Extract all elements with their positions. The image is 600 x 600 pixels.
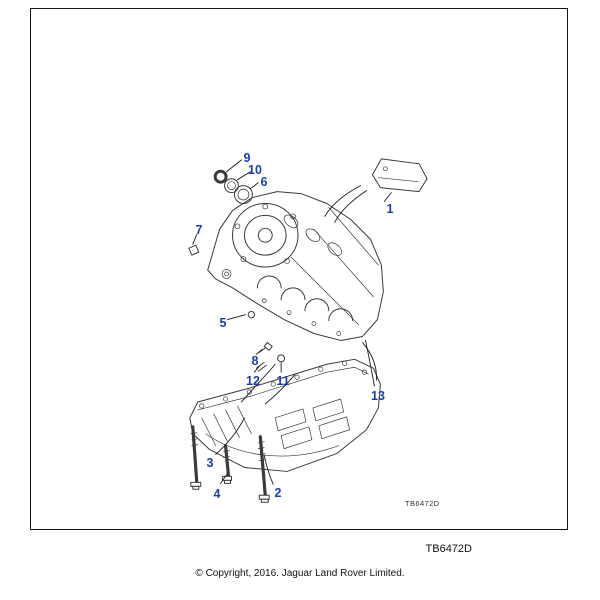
engine-block bbox=[207, 191, 384, 341]
bolt-part-3 bbox=[190, 425, 202, 490]
drawing-code: TB6472D bbox=[425, 543, 472, 555]
plug-part-7 bbox=[188, 244, 200, 256]
callout-3: 3 bbox=[206, 455, 214, 470]
cover-part-1 bbox=[324, 158, 428, 223]
leader-lines bbox=[192, 159, 392, 485]
exploded-parts-illustration bbox=[188, 158, 428, 503]
seal-part-6 bbox=[234, 185, 253, 204]
dowel-part-12 bbox=[255, 361, 267, 372]
callout-10: 10 bbox=[248, 162, 262, 177]
callout-2: 2 bbox=[274, 485, 282, 500]
callout-6: 6 bbox=[260, 174, 268, 189]
plug-part-5 bbox=[247, 310, 256, 319]
bolt-part-4 bbox=[222, 444, 233, 484]
flywheel-housing bbox=[232, 203, 299, 268]
callout-13: 13 bbox=[371, 388, 385, 403]
callout-4: 4 bbox=[213, 486, 221, 501]
callout-8: 8 bbox=[251, 353, 259, 368]
diagram-frame: 9 10 6 7 1 5 8 12 11 13 3 4 2 TB6472D bbox=[30, 8, 568, 530]
oil-pan bbox=[189, 358, 381, 472]
callout-11: 11 bbox=[276, 373, 290, 388]
bolt-part-2 bbox=[257, 435, 270, 503]
callout-9: 9 bbox=[243, 150, 251, 165]
callout-12: 12 bbox=[246, 373, 260, 388]
bolt-part-8 bbox=[258, 341, 273, 353]
seal-part-10 bbox=[224, 178, 239, 194]
frame-drawing-code: TB6472D bbox=[405, 499, 440, 508]
seal-part-9 bbox=[213, 169, 228, 184]
callout-5: 5 bbox=[219, 315, 227, 330]
callout-1: 1 bbox=[386, 201, 394, 216]
copyright-text: © Copyright, 2016. Jaguar Land Rover Lim… bbox=[195, 568, 405, 579]
callout-7: 7 bbox=[195, 222, 203, 237]
